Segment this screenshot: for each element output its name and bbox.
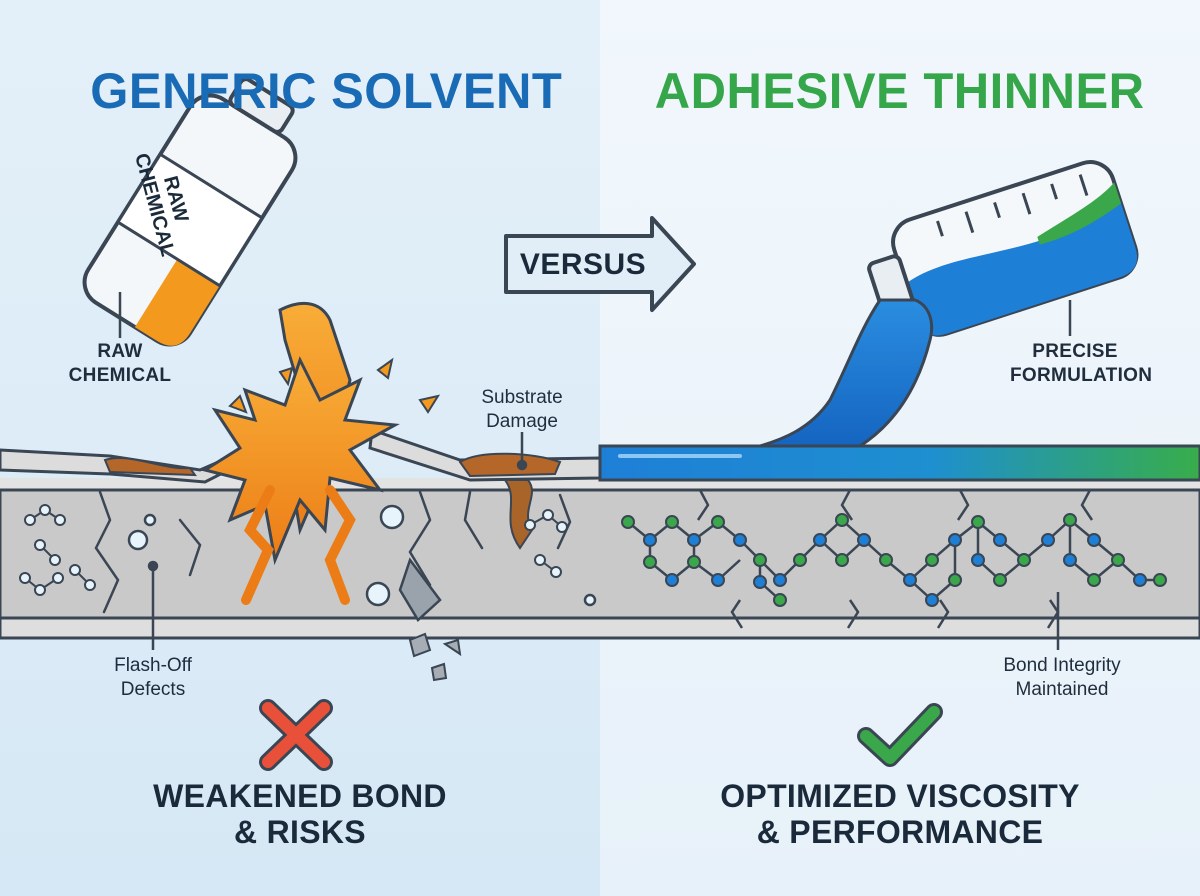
molecular-network-nodes	[621, 513, 1167, 607]
splash-fragment-1	[278, 366, 294, 387]
raw-chemical-splash	[201, 356, 400, 566]
versus-arrow	[504, 216, 696, 312]
splash-fragment-3	[418, 394, 441, 414]
thinner-film	[598, 444, 1200, 482]
right-verdict-line2: & PERFORMANCE	[756, 814, 1044, 850]
damage-stain-2	[458, 452, 562, 478]
adhesive-thinner-bottle	[867, 160, 1139, 337]
callout-raw-line1: RAW	[97, 341, 143, 362]
versus-label: VERSUS	[519, 248, 647, 281]
callout-leaders	[118, 292, 1072, 650]
crack-orange-2	[324, 485, 356, 605]
splash-fragment-2	[376, 357, 394, 380]
callout-bond-integrity: Bond Integrity Maintained	[982, 654, 1142, 702]
substrate-damage-seep	[503, 479, 534, 550]
right-verdict-line1: OPTIMIZED VISCOSITY	[720, 778, 1080, 814]
substrate-break	[398, 557, 442, 622]
check-mark-icon	[857, 703, 943, 767]
left-title: GENERIC SOLVENT	[90, 63, 563, 119]
callout-formulation-line2: FORMULATION	[1010, 365, 1153, 386]
raw-chemical-bottle	[82, 77, 298, 347]
right-verdict: OPTIMIZED VISCOSITY & PERFORMANCE	[720, 778, 1080, 850]
bond-anchor-lines	[696, 489, 1094, 629]
crack-orange-1	[241, 485, 275, 605]
substrate-bottom-edge	[0, 616, 1200, 640]
callout-bond-line2: Maintained	[1015, 679, 1109, 700]
right-title: ADHESIVE THINNER	[654, 63, 1145, 119]
callout-flash-off-defects: Flash-Off Defects	[93, 654, 213, 702]
damage-stain-1	[103, 456, 197, 477]
callout-defects-line2: Defects	[120, 679, 186, 700]
callout-raw-chemical: RAW CHEMICAL	[60, 340, 180, 388]
substrate-slab	[0, 488, 1200, 620]
callout-defects-line1: Flash-Off	[114, 655, 192, 676]
left-verdict: WEAKENED BOND & RISKS	[140, 778, 460, 850]
broken-molecule-nodes-left	[19, 504, 568, 596]
left-verdict-line2: & RISKS	[234, 814, 366, 850]
callout-damage-line1: Substrate	[481, 387, 563, 408]
callout-substrate-damage: Substrate Damage	[462, 386, 582, 434]
splash-fragment-4	[228, 394, 248, 414]
falling-debris	[408, 632, 462, 682]
callout-formulation-line1: PRECISE	[1032, 341, 1118, 362]
callout-precise-formulation: PRECISE FORMULATION	[1010, 340, 1153, 388]
x-mark-icon	[259, 699, 333, 771]
flash-off-bubbles	[127, 504, 597, 607]
left-verdict-line1: WEAKENED BOND	[153, 778, 447, 814]
callout-bond-line1: Bond Integrity	[1003, 655, 1121, 676]
callout-raw-line2: CHEMICAL	[68, 365, 172, 386]
callout-damage-line2: Damage	[486, 411, 558, 432]
